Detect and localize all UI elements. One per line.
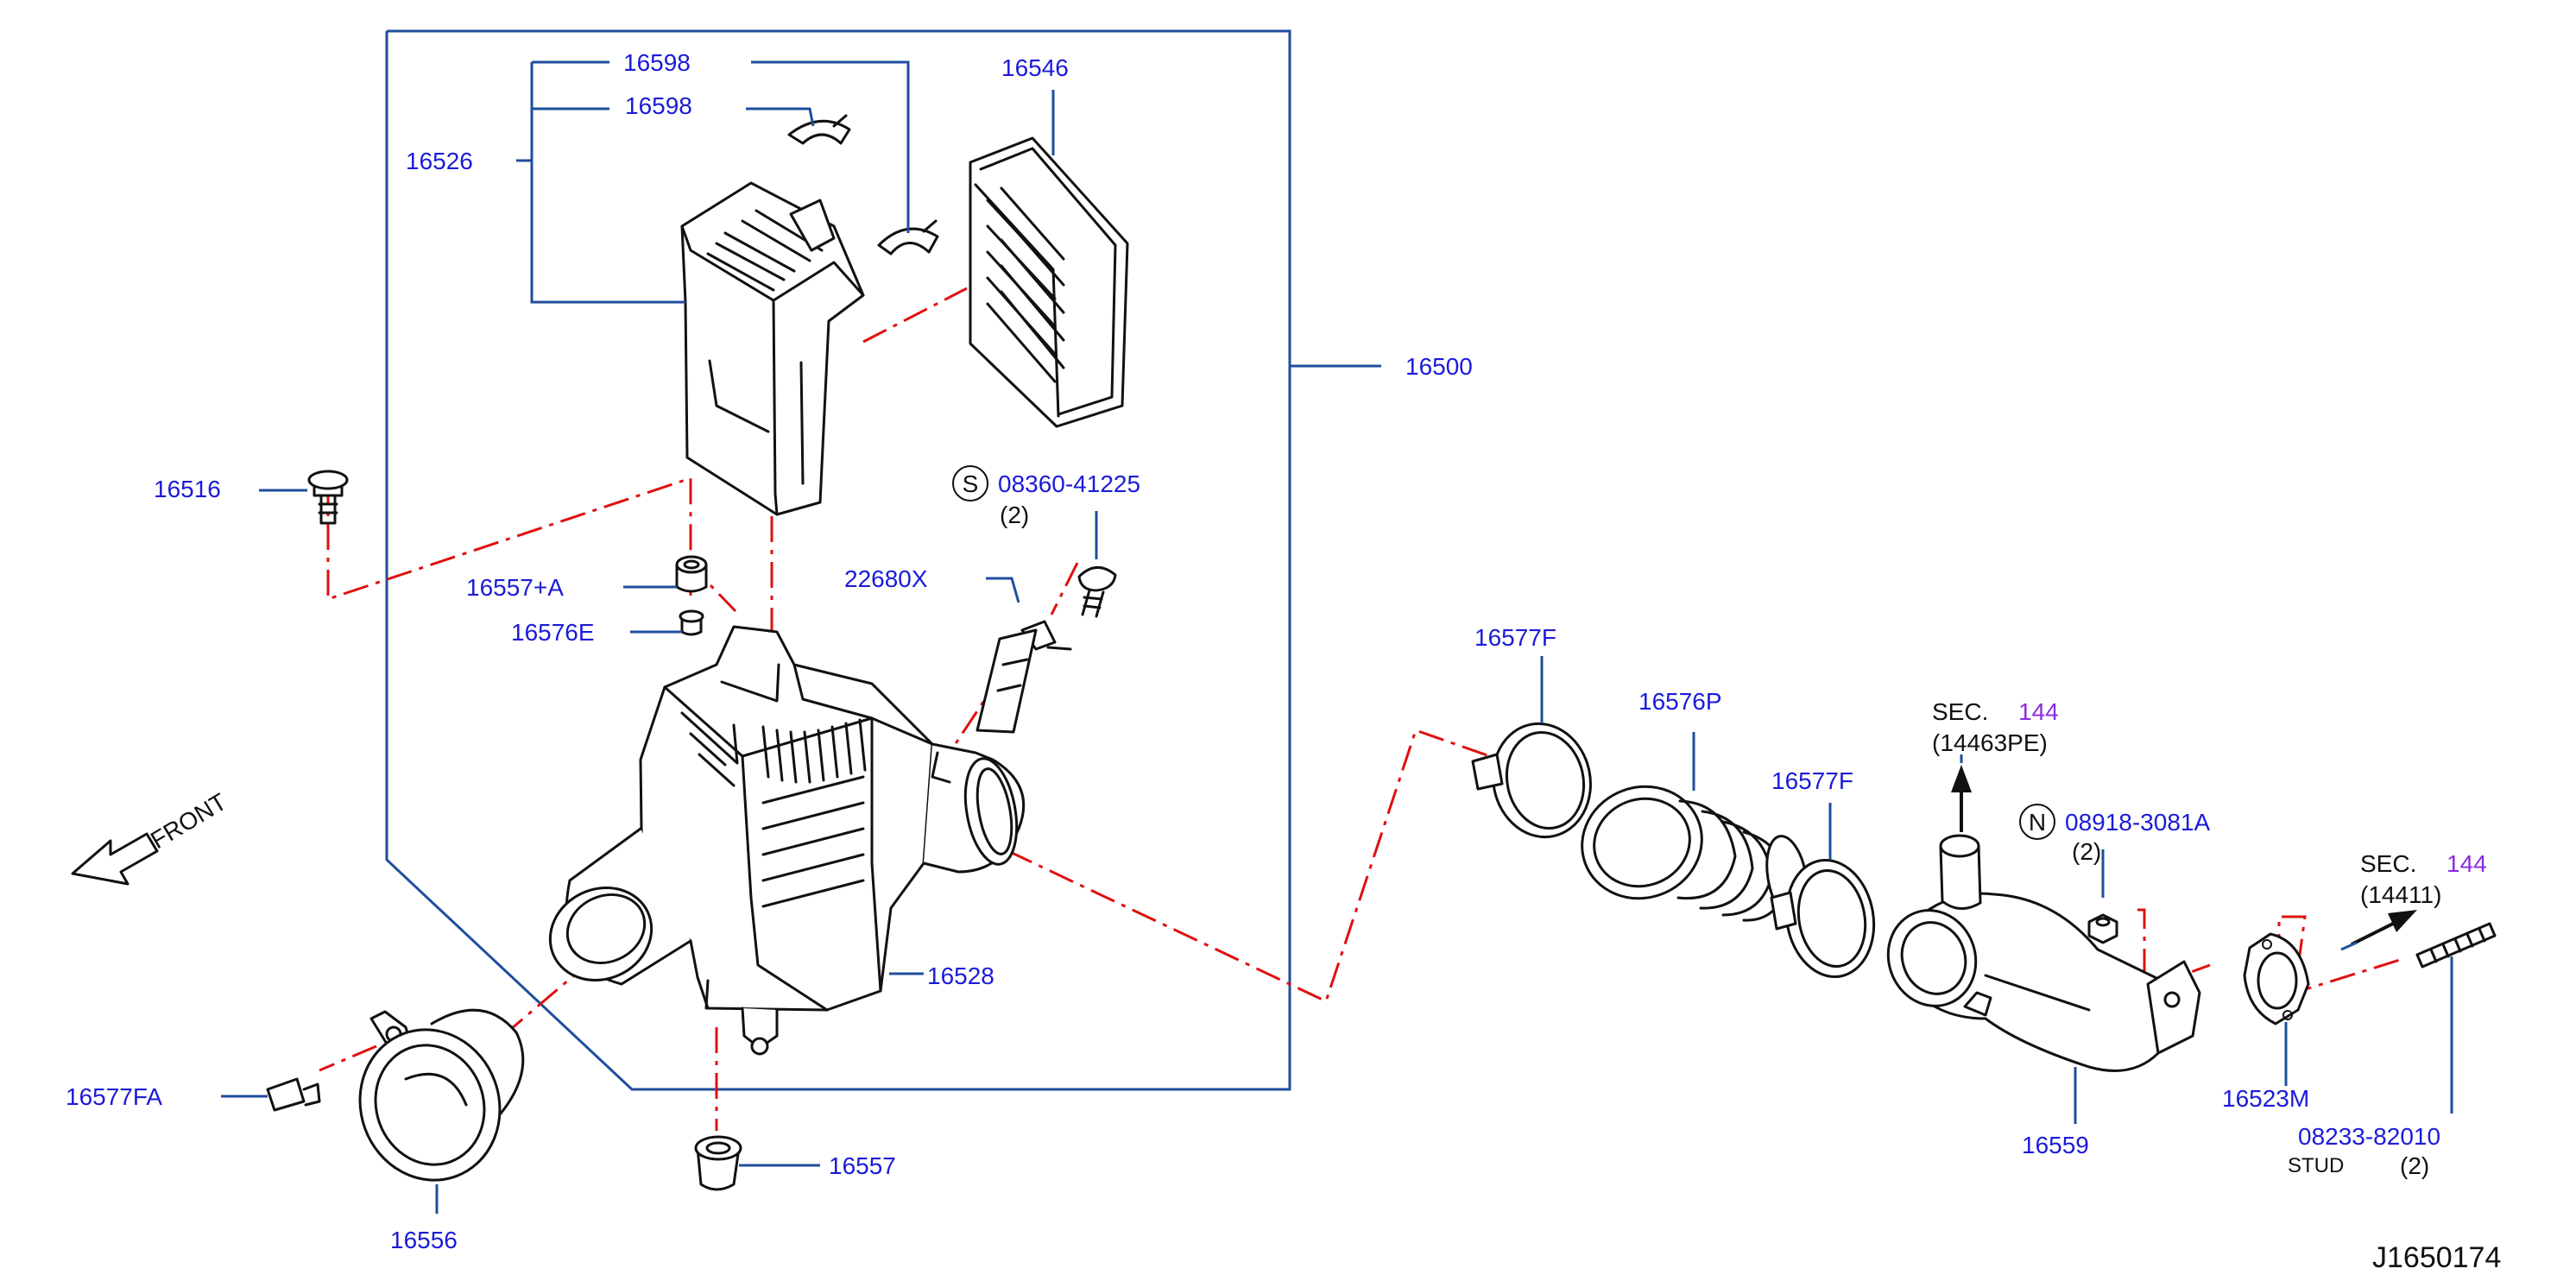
label-08918-qty: (2) [2072, 838, 2101, 865]
symbol-n-text: N [2029, 809, 2046, 836]
label-16576P[interactable]: 16576P [1638, 688, 1722, 715]
svg-text:144: 144 [2018, 698, 2059, 725]
gasket-16523M [2243, 932, 2310, 1025]
inlet-duct-16556 [358, 1008, 525, 1182]
part-labels: 16598 16598 16546 16526 16500 16516 0836… [66, 49, 2440, 1253]
label-08233-qty: (2) [2400, 1152, 2429, 1179]
nut-08918-3081A [2087, 913, 2118, 944]
front-arrow-icon [71, 832, 159, 886]
label-16577FA[interactable]: 16577FA [66, 1083, 162, 1110]
label-16557A[interactable]: 16557+A [466, 574, 564, 601]
section-arrow-up-icon [1951, 765, 1972, 832]
label-16516[interactable]: 16516 [154, 476, 221, 502]
label-08360-qty: (2) [1000, 502, 1029, 528]
label-08918-3081A[interactable]: 08918-3081A [2065, 809, 2210, 836]
label-16577F-left[interactable]: 16577F [1474, 624, 1556, 651]
screw-08360-41225 [1077, 566, 1117, 618]
label-16576E[interactable]: 16576E [511, 619, 595, 646]
label-22680X[interactable]: 22680X [844, 565, 928, 592]
grommet-16557A [675, 555, 708, 593]
svg-text:144: 144 [2447, 850, 2487, 877]
air-cleaner-lower-body-16528 [548, 625, 1026, 1056]
leader-lines [221, 60, 2453, 1214]
svg-text:(14463PE): (14463PE) [1932, 729, 2048, 756]
label-16526[interactable]: 16526 [406, 148, 473, 174]
front-label: FRONT [146, 788, 231, 854]
section-ref-14463PE[interactable]: SEC. 144 (14463PE) [1932, 698, 2059, 756]
label-16523M[interactable]: 16523M [2222, 1085, 2309, 1112]
label-08360-41225[interactable]: 08360-41225 [998, 470, 1140, 497]
svg-text:SEC.: SEC. [2360, 850, 2416, 877]
svg-text:SEC.: SEC. [1932, 698, 1988, 725]
symbol-n-circle [2019, 804, 2055, 840]
label-16557[interactable]: 16557 [829, 1152, 896, 1179]
assembly-16500-boundary [385, 29, 1291, 1091]
clip-16598-upper [787, 114, 851, 145]
grommet-16557 [694, 1135, 742, 1191]
label-16598-upper[interactable]: 16598 [623, 49, 691, 76]
clip-16577FA [266, 1077, 321, 1112]
air-cleaner-upper-cover-16526 [680, 181, 865, 516]
label-16500[interactable]: 16500 [1405, 353, 1473, 380]
section-arrow-right-icon [2351, 910, 2417, 946]
diagram-id: J1650174 [2372, 1241, 2501, 1274]
bolt-16516 [307, 470, 349, 525]
air-duct-16559 [1886, 834, 2201, 1072]
label-08233-82010[interactable]: 08233-82010 [2298, 1123, 2440, 1150]
label-16556[interactable]: 16556 [390, 1227, 458, 1253]
label-16559[interactable]: 16559 [2022, 1132, 2089, 1158]
clamp-16577F-left [1471, 722, 1592, 839]
mass-air-flow-sensor-22680x [975, 620, 1072, 734]
air-filter-element-16546 [969, 136, 1129, 428]
stud-08233-82010 [2415, 922, 2497, 969]
section-ref-14411[interactable]: SEC. 144 (14411) [2360, 850, 2487, 908]
svg-text:(14411): (14411) [2360, 881, 2441, 908]
label-stud: STUD [2288, 1154, 2344, 1177]
label-16528[interactable]: 16528 [927, 962, 994, 989]
label-16577F-right[interactable]: 16577F [1771, 767, 1853, 794]
clip-16598-lower [877, 219, 939, 256]
symbol-s-text: S [963, 470, 979, 497]
insert-16576E [679, 609, 704, 636]
symbol-s-circle [952, 465, 988, 502]
clamp-16577F-right [1770, 858, 1876, 979]
label-16546[interactable]: 16546 [1001, 54, 1069, 81]
label-16598-lower[interactable]: 16598 [625, 92, 692, 119]
